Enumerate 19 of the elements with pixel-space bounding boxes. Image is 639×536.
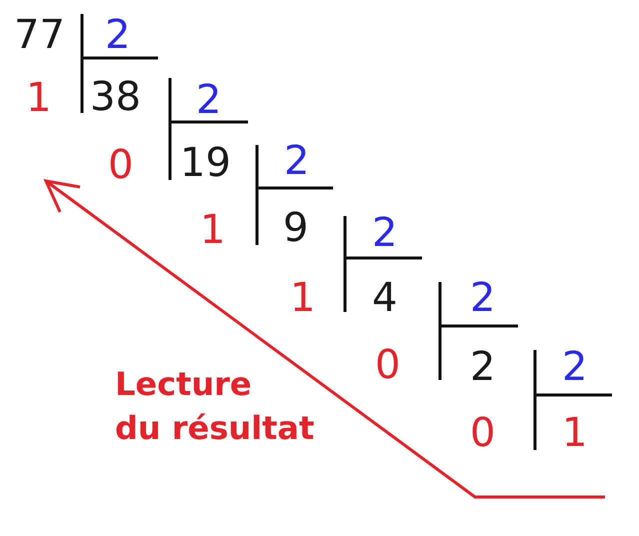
quotient-number: 4 bbox=[372, 278, 398, 318]
divisor-number: 2 bbox=[562, 347, 588, 387]
dividend-number: 77 bbox=[14, 15, 65, 55]
quotient-number: 2 bbox=[470, 347, 496, 387]
remainder-digit: 1 bbox=[290, 278, 316, 318]
remainder-digit: 0 bbox=[470, 413, 496, 453]
divisor-number: 2 bbox=[105, 15, 130, 55]
quotient-number: 38 bbox=[90, 77, 141, 117]
remainder-digit: 1 bbox=[26, 78, 52, 118]
divisor-number: 2 bbox=[284, 141, 310, 181]
divisor-number: 2 bbox=[470, 278, 496, 318]
divisor-number: 2 bbox=[372, 213, 398, 253]
remainder-digit: 1 bbox=[200, 210, 226, 250]
quotient-number: 9 bbox=[283, 208, 308, 248]
divisor-number: 2 bbox=[196, 80, 222, 120]
quotient-number: 1 bbox=[562, 413, 588, 453]
remainder-digit: 0 bbox=[375, 345, 400, 385]
quotient-number: 19 bbox=[180, 143, 231, 183]
remainder-digit: 0 bbox=[108, 145, 134, 185]
